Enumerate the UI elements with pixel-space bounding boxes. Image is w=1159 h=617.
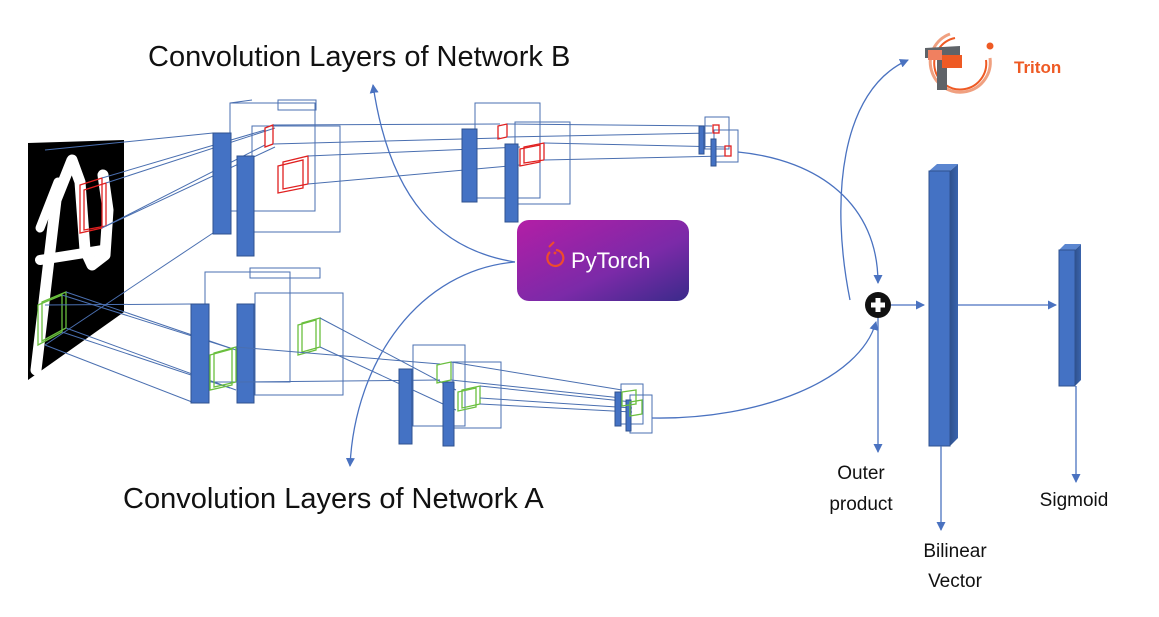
network-a-layer-1b	[236, 303, 255, 404]
outer-product-label-line2: product	[829, 494, 893, 515]
network-b-layers	[44, 99, 739, 346]
outer-product-label-line1: Outer	[837, 463, 885, 484]
network-a-title: Convolution Layers of Network A	[123, 483, 544, 515]
bilinear-vector-label-line2: Vector	[928, 571, 983, 592]
network-b-title: Convolution Layers of Network B	[148, 41, 570, 73]
network-b-layer-3b	[710, 138, 717, 167]
network-a-layer-1a	[190, 303, 210, 404]
sigmoid-label: Sigmoid	[1040, 490, 1109, 511]
pytorch-logo: PyTorch	[517, 220, 689, 301]
triton-arrow	[840, 59, 909, 301]
network-a-layers	[37, 267, 653, 447]
pytorch-label: PyTorch	[571, 248, 650, 273]
network-b-layer-1b	[236, 155, 255, 257]
pytorch-flame-icon	[546, 241, 565, 268]
sigmoid-bar	[1058, 244, 1081, 387]
network-b-layer-1a	[212, 132, 232, 235]
pytorch-to-network-b-arrow	[369, 84, 516, 263]
network-a-layer-3a	[614, 391, 622, 427]
network-b-layer-2b	[504, 143, 519, 223]
triton-label: Triton	[1014, 58, 1061, 77]
network-a-layer-2b	[442, 381, 455, 447]
triton-logo-icon	[925, 32, 994, 94]
network-b-layer-3a	[698, 125, 705, 155]
network-b-output-arrow	[737, 151, 883, 284]
network-b-layer-2a	[461, 128, 478, 203]
network-a-layer-2a	[398, 368, 413, 445]
bilinear-vector-label-line1: Bilinear	[923, 541, 987, 562]
plus-circle-icon	[865, 292, 891, 318]
triton-logo: Triton	[925, 32, 1061, 94]
bilinear-vector-bar	[928, 164, 958, 447]
pytorch-to-network-a-arrow	[345, 261, 516, 467]
network-a-output-arrow	[651, 321, 879, 419]
